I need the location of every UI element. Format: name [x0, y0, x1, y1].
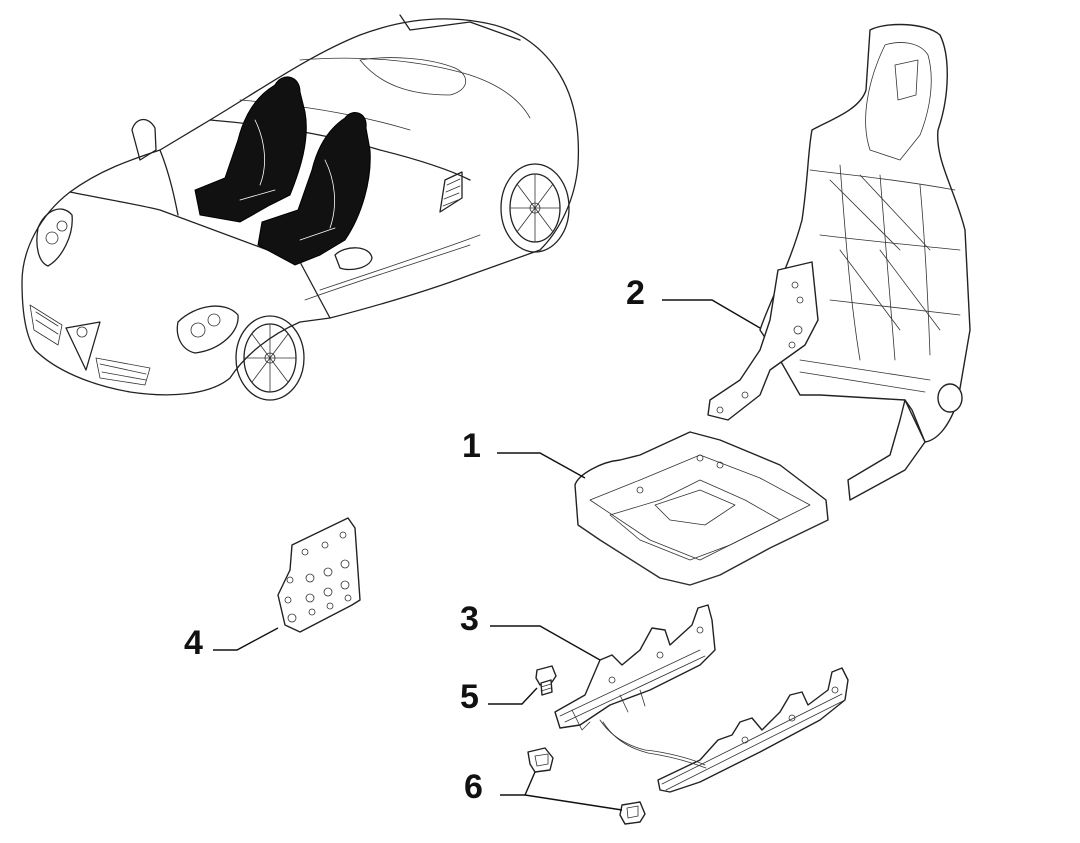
callout-4: 4 — [184, 624, 203, 662]
callout-1: 1 — [462, 427, 481, 465]
callout-2: 2 — [626, 274, 645, 312]
seat-cushion-pan-part — [574, 431, 829, 586]
mounting-plate-part — [277, 517, 361, 633]
highlighted-seat-left-icon — [194, 76, 307, 223]
seat-back-frame-part — [707, 23, 971, 501]
clip-parts — [527, 747, 646, 825]
bolt-part — [535, 665, 557, 696]
leader-lines — [213, 299, 761, 811]
highlighted-seat-right-icon — [257, 112, 371, 266]
callout-3: 3 — [460, 600, 479, 638]
callout-6: 6 — [464, 768, 483, 806]
car-overview-illustration — [21, 14, 580, 401]
seat-rails-part — [554, 604, 849, 793]
callout-labels: 2 1 4 3 5 6 — [184, 274, 645, 806]
callout-5: 5 — [460, 678, 479, 716]
